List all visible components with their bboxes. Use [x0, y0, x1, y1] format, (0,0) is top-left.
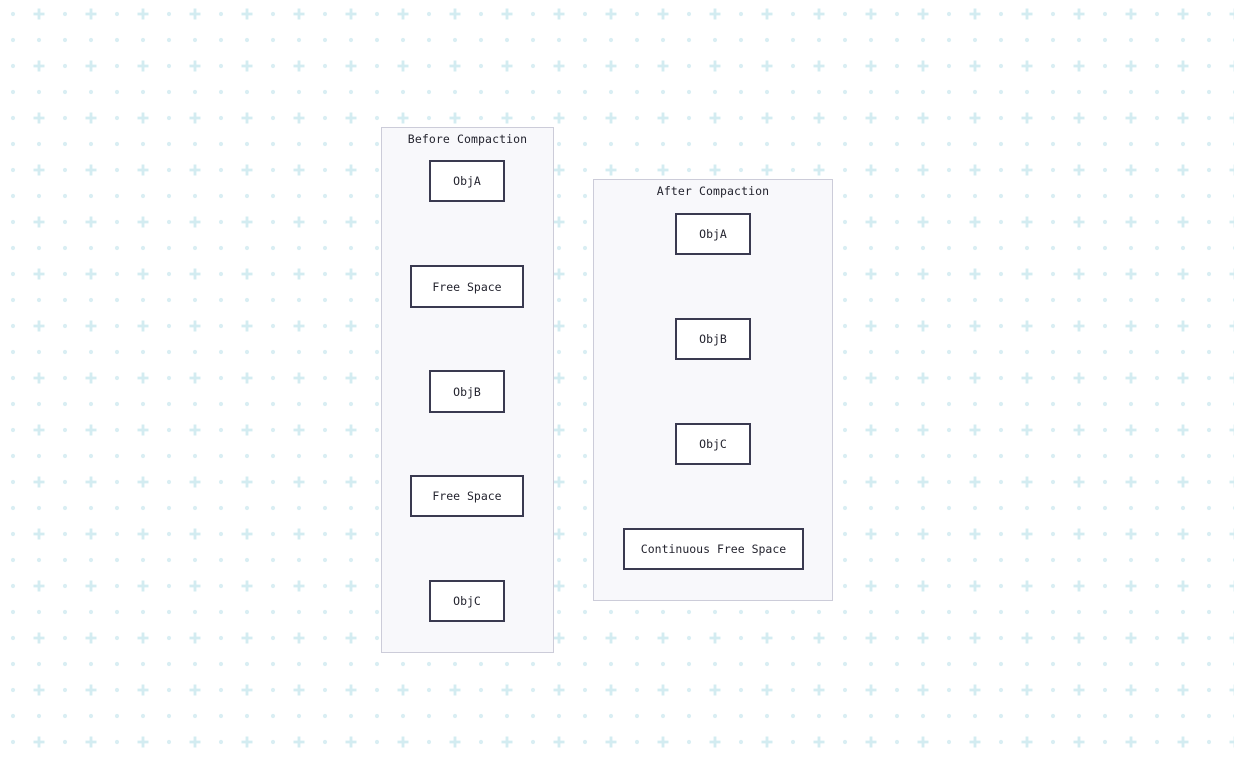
- node-b2[interactable]: Free Space: [410, 265, 524, 308]
- node-label: Free Space: [432, 489, 502, 503]
- node-a3[interactable]: ObjC: [675, 423, 751, 465]
- node-b4[interactable]: Free Space: [410, 475, 524, 517]
- node-a4[interactable]: Continuous Free Space: [623, 528, 804, 570]
- node-label: ObjB: [453, 384, 481, 399]
- node-label: Free Space: [432, 279, 502, 294]
- node-b5[interactable]: ObjC: [429, 580, 505, 622]
- node-label: ObjA: [699, 227, 727, 241]
- node-a2[interactable]: ObjB: [675, 318, 751, 360]
- node-label: ObjC: [699, 437, 727, 451]
- node-b1[interactable]: ObjA: [429, 160, 505, 202]
- node-label: ObjC: [453, 594, 481, 608]
- node-a1[interactable]: ObjA: [675, 213, 751, 255]
- node-label: ObjA: [453, 174, 481, 188]
- panel-title-after: After Compaction: [656, 184, 770, 198]
- node-label: Continuous Free Space: [640, 542, 787, 556]
- node-label: ObjB: [699, 332, 727, 346]
- panel-title-before: Before Compaction: [407, 132, 528, 146]
- node-b3[interactable]: ObjB: [429, 370, 505, 413]
